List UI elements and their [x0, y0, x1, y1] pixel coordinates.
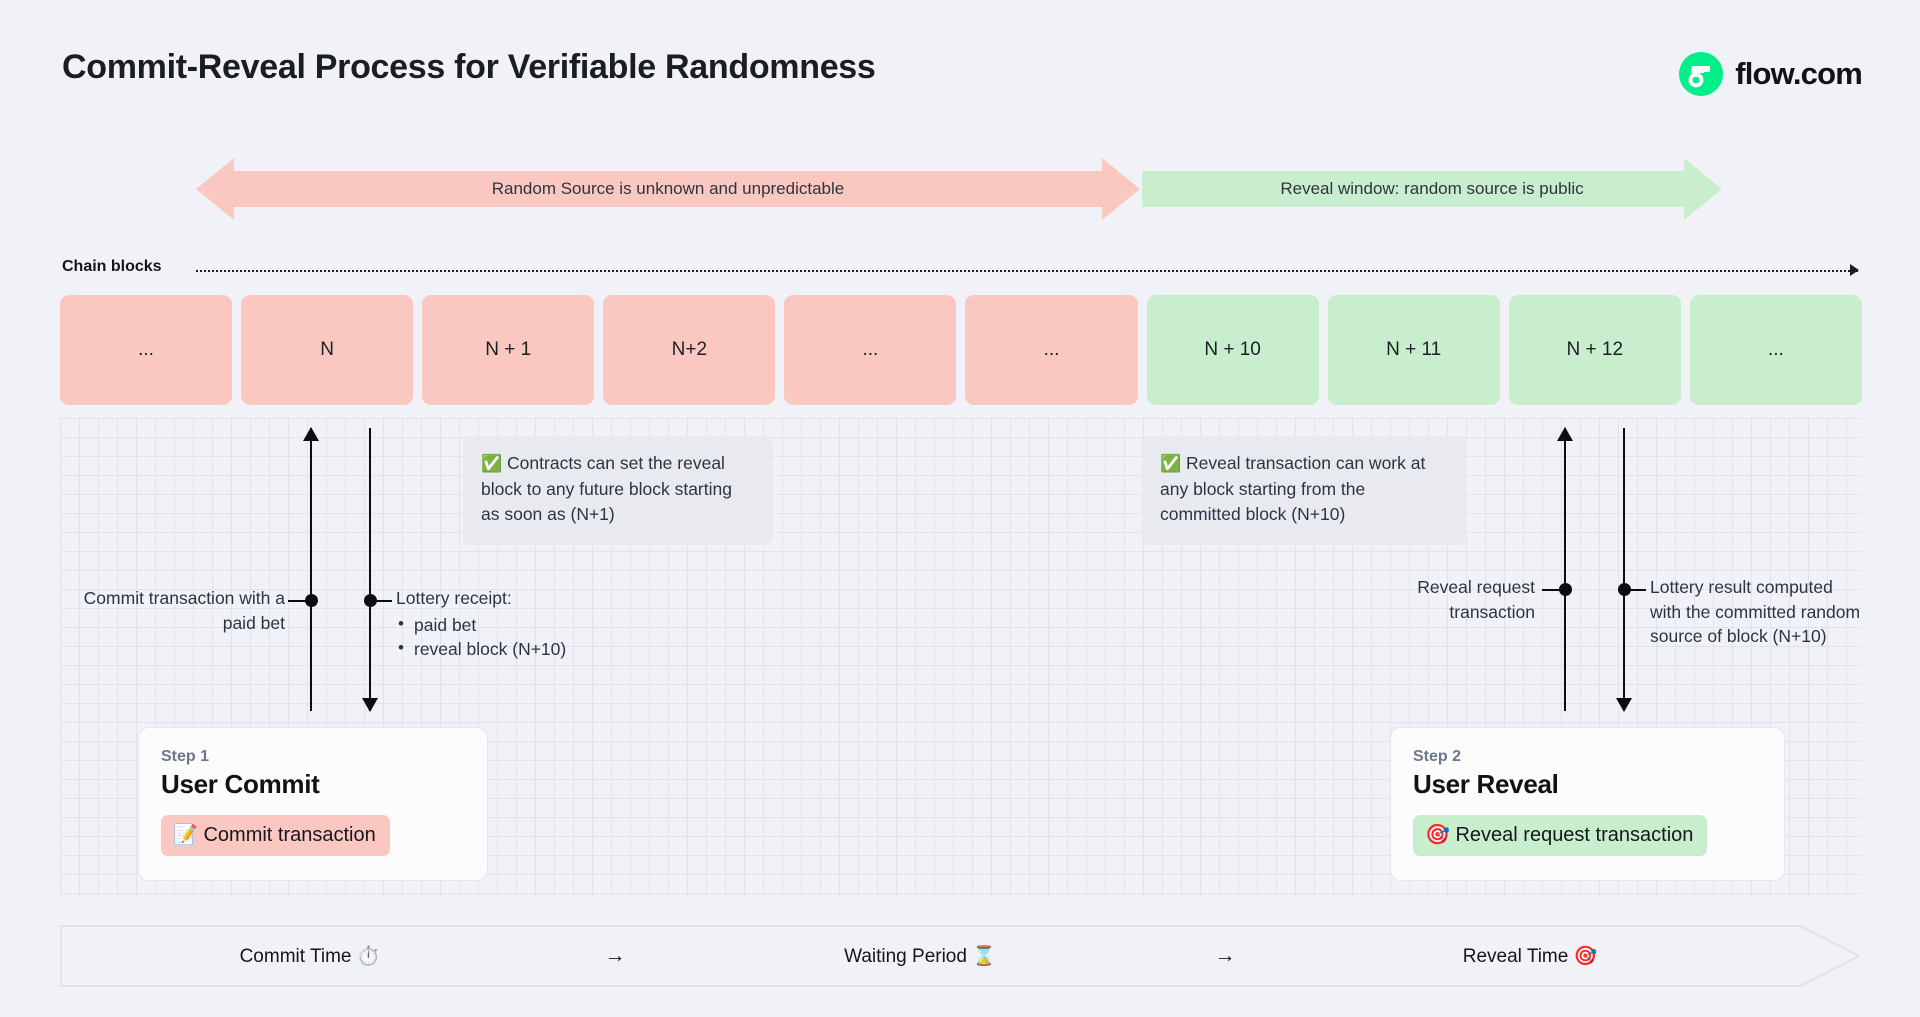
bottom-timeline: Commit Time ⏱️ → Waiting Period ⌛ → Reve… — [60, 925, 1860, 987]
memo-icon: 📝 — [173, 824, 198, 846]
annotation-lottery-result: Lottery result computed with the committ… — [1650, 577, 1861, 647]
chain-block: N + 10 — [1146, 295, 1319, 405]
connector-reveal-request-dot — [1559, 583, 1572, 596]
chain-block: ... — [60, 295, 233, 405]
step-pill-label: Reveal request transaction — [1455, 824, 1694, 846]
timeline-arrow-icon: → — [604, 944, 626, 967]
connector-lottery-result-dot — [1618, 583, 1631, 596]
list-item: reveal block (N+10) — [396, 636, 656, 662]
step-card-user-commit[interactable]: Step 1 User Commit 📝 Commit transaction — [138, 727, 488, 881]
flow-logo-wordmark: flow.com — [1735, 56, 1863, 91]
chain-block: ... — [784, 295, 957, 405]
chain-block: N — [241, 295, 414, 405]
step-title: User Reveal — [1413, 769, 1559, 799]
step-kicker: Step 1 — [161, 748, 210, 765]
step-pill-reveal-request-transaction[interactable]: 🎯 Reveal request transaction — [1413, 815, 1708, 856]
timeline-arrow-icon: → — [1214, 944, 1236, 967]
step-card-user-reveal[interactable]: Step 2 User Reveal 🎯 Reveal request tran… — [1390, 727, 1785, 881]
connector-commit-dot — [305, 594, 318, 607]
connector-receipt-stub — [364, 600, 392, 602]
chain-axis-arrow-icon — [1850, 264, 1859, 276]
chain-blocks-label: Chain blocks — [62, 258, 162, 275]
receipt-title: Lottery receipt: — [396, 588, 512, 608]
connector-commit-stub — [288, 600, 316, 602]
page-title: Commit-Reveal Process for Verifiable Ran… — [62, 48, 876, 86]
annotation-lottery-receipt: Lottery receipt: paid bet reveal block (… — [396, 586, 656, 662]
chain-block: N+2 — [603, 295, 776, 405]
callout-left-text: Contracts can set the reveal block to an… — [481, 453, 732, 525]
banner-random-unknown: Random Source is unknown and unpredictab… — [196, 158, 1140, 220]
chain-block: N + 1 — [422, 295, 595, 405]
annotation-commit-transaction: Commit transaction with a paid bet — [83, 588, 285, 633]
check-icon: ✅ — [1160, 454, 1182, 473]
chain-block: ... — [1689, 295, 1862, 405]
chain-block: N + 11 — [1327, 295, 1500, 405]
flow-logo-icon — [1679, 52, 1724, 96]
timeline-segment-commit-time: Commit Time ⏱️ — [239, 946, 381, 967]
check-icon: ✅ — [481, 454, 503, 473]
timeline-segment-waiting-period: Waiting Period ⌛ — [844, 946, 996, 967]
callout-reveal-transaction: ✅ Reveal transaction can work at any blo… — [1142, 436, 1467, 545]
callout-contracts-reveal-block: ✅ Contracts can set the reveal block to … — [463, 436, 773, 545]
callout-right-text: Reveal transaction can work at any block… — [1160, 453, 1426, 525]
connector-lottery-result-stub — [1618, 589, 1646, 591]
step-title: User Commit — [161, 769, 320, 799]
timeline-segments: Commit Time ⏱️ → Waiting Period ⌛ → Reve… — [60, 925, 1780, 987]
annotation-reveal-request: Reveal request transaction — [1417, 577, 1535, 622]
connector-receipt-dot — [364, 594, 377, 607]
flow-logo: flow.com — [1679, 52, 1863, 96]
step-kicker: Step 2 — [1413, 748, 1462, 765]
receipt-list: paid bet reveal block (N+10) — [396, 612, 656, 662]
connector-reveal-request-stub — [1542, 589, 1570, 591]
step-pill-label: Commit transaction — [203, 824, 376, 846]
chain-block: N + 12 — [1508, 295, 1681, 405]
target-icon: 🎯 — [1425, 824, 1450, 846]
banner-reveal-window: Reveal window: random source is public — [1142, 158, 1722, 220]
banner-random-unknown-label: Random Source is unknown and unpredictab… — [491, 179, 845, 198]
step-pill-commit-transaction[interactable]: 📝 Commit transaction — [161, 815, 390, 856]
chain-axis-line — [196, 270, 1858, 272]
banner-reveal-window-label: Reveal window: random source is public — [1280, 179, 1584, 198]
timeline-segment-reveal-time: Reveal Time 🎯 — [1462, 946, 1598, 967]
chain-block: ... — [965, 295, 1138, 405]
list-item: paid bet — [396, 612, 656, 638]
